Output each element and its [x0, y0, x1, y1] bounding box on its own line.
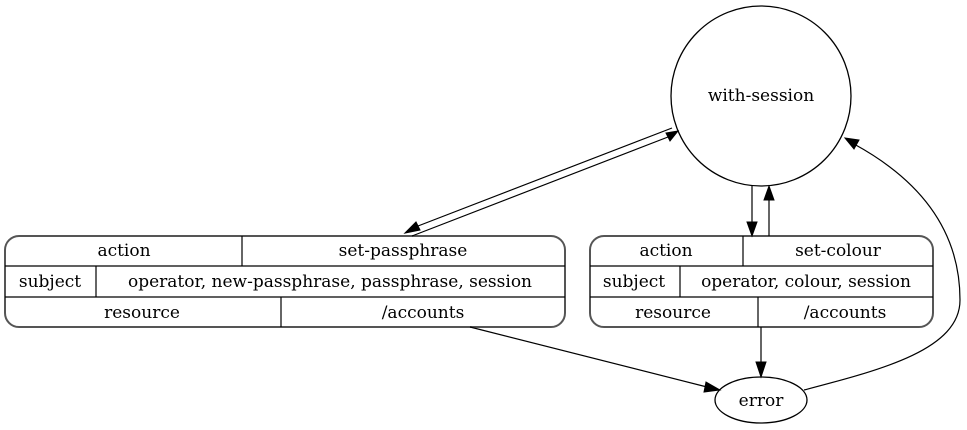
node-set-passphrase[interactable]: action set-passphrase subject operator, … [4, 235, 566, 328]
edge-line [469, 326, 708, 388]
arrowhead-icon [703, 381, 722, 393]
arrowhead-icon [403, 221, 421, 234]
resource-key: resource [635, 303, 711, 323]
arrowhead-icon [755, 361, 767, 379]
action-value: set-passphrase [339, 241, 468, 261]
node-error[interactable]: error [714, 376, 808, 424]
node-set-colour[interactable]: action set-colour subject operator, colo… [589, 235, 934, 328]
subject-key: subject [603, 272, 665, 292]
edge-line [411, 136, 669, 237]
node-with-session[interactable]: with-session [670, 5, 852, 187]
edge-error-to-with-session [803, 137, 961, 391]
subject-value: operator, new-passphrase, passphrase, se… [128, 272, 532, 292]
resource-value: /accounts [804, 303, 887, 323]
edge-line [803, 143, 961, 391]
edge-with-session-to-set-passphrase [403, 127, 673, 234]
subject-value: operator, colour, session [701, 272, 911, 292]
action-key: action [639, 241, 692, 261]
resource-value: /accounts [382, 303, 465, 323]
error-label: error [739, 391, 785, 411]
edge-set-colour-to-with-session [763, 184, 775, 236]
arrowhead-icon [763, 184, 775, 201]
subject-key: subject [19, 272, 81, 292]
set-passphrase-frame [4, 235, 566, 328]
edge-set-colour-to-error [755, 327, 767, 379]
edge-with-session-to-set-colour [746, 186, 758, 238]
arrowhead-icon [843, 137, 860, 150]
action-key: action [97, 241, 150, 261]
action-value: set-colour [795, 241, 882, 261]
edge-set-passphrase-to-with-session [411, 130, 680, 237]
resource-key: resource [104, 303, 180, 323]
with-session-circle [670, 5, 852, 187]
arrowhead-icon [746, 221, 758, 238]
edge-line [417, 127, 673, 227]
edge-set-passphrase-to-error [469, 326, 722, 393]
with-session-label: with-session [708, 86, 814, 106]
arrowhead-icon [665, 130, 680, 142]
